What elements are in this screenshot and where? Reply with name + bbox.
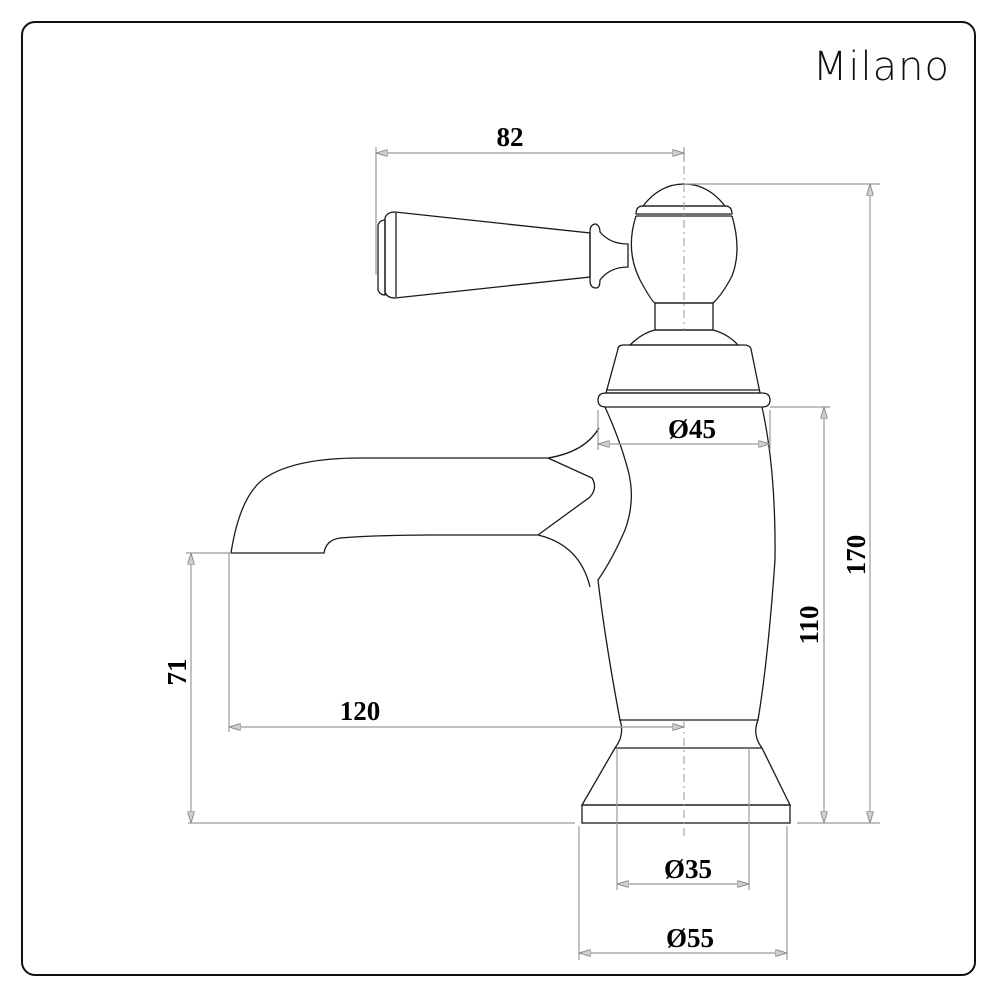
svg-text:170: 170: [841, 535, 871, 576]
dimension-overall-height: 170: [684, 183, 880, 823]
spout: [230, 427, 600, 588]
base: [580, 719, 792, 824]
svg-text:71: 71: [162, 659, 192, 686]
svg-text:Ø35: Ø35: [664, 854, 712, 884]
dimension-base-inner-diameter: Ø35: [616, 748, 750, 890]
svg-text:120: 120: [340, 696, 381, 726]
svg-text:Ø55: Ø55: [666, 923, 714, 953]
dimension-body-height: 110: [770, 406, 830, 823]
dimension-spout-reach: 120: [228, 553, 684, 732]
dimension-body-diameter: Ø45: [597, 410, 771, 450]
bonnet: [597, 344, 771, 408]
dimension-spout-height: 71: [162, 552, 231, 823]
dimension-handle-reach: 82: [375, 122, 685, 275]
dimension-base-outer-diameter: Ø55: [578, 826, 788, 960]
lever-handle: [377, 211, 629, 299]
brand-logo: Milano: [812, 44, 950, 90]
svg-text:82: 82: [497, 122, 524, 152]
body: [597, 406, 776, 721]
svg-text:Ø45: Ø45: [668, 414, 716, 444]
svg-text:110: 110: [794, 605, 824, 644]
drawing-frame: [21, 21, 976, 976]
